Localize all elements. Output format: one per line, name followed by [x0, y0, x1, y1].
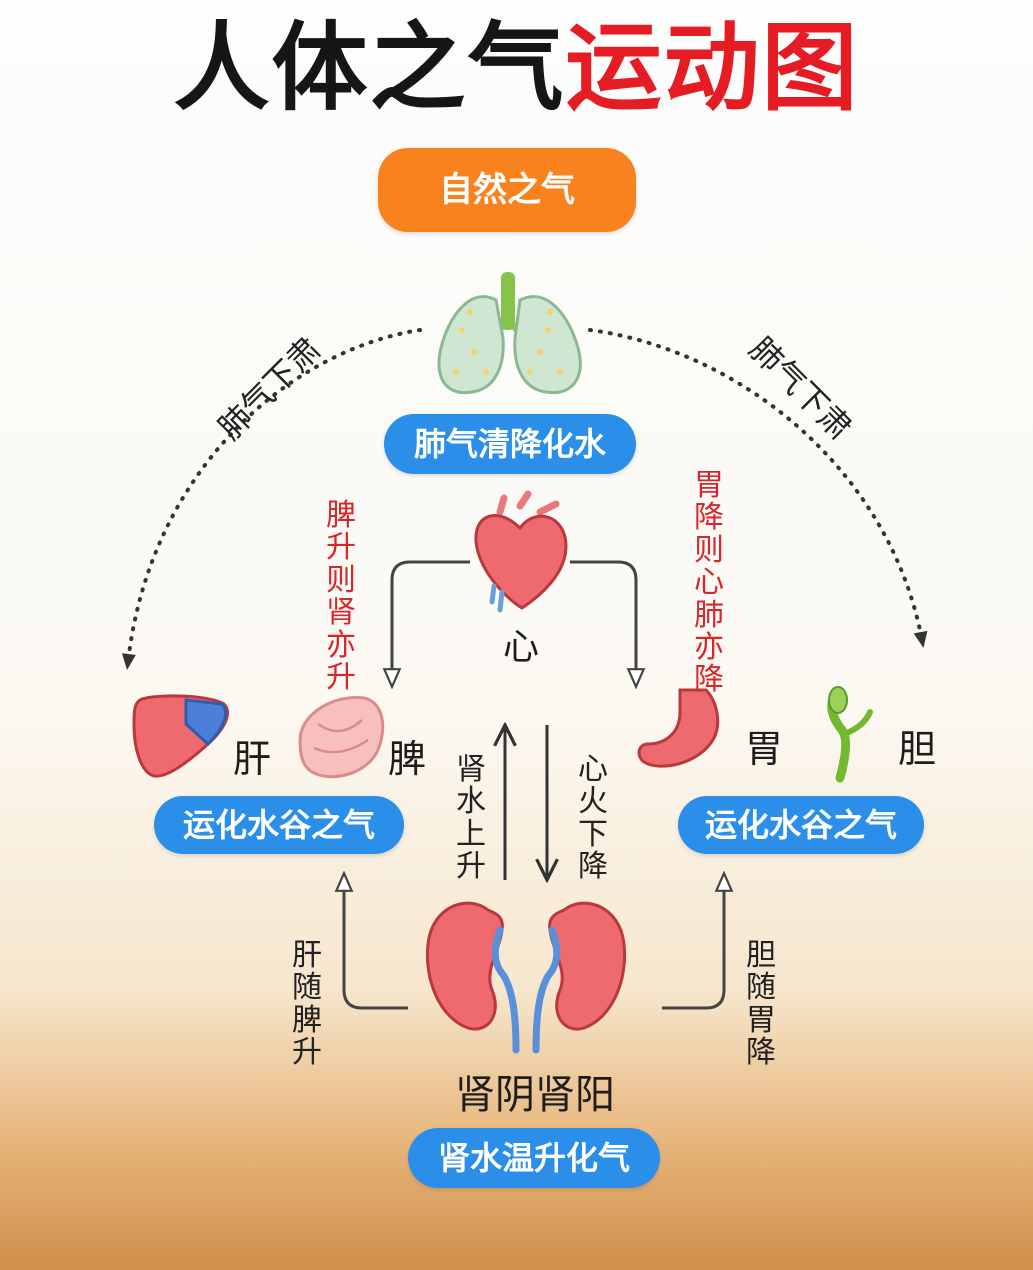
page-title: 人体之气运动图	[0, 8, 1033, 128]
gallbladder-icon	[827, 686, 873, 783]
kidney-qi-pill: 肾水温升化气	[408, 1128, 660, 1188]
liver-label: 肝	[233, 737, 272, 781]
kidney-water-up-text: 肾水上升	[456, 752, 486, 885]
right-transport-pill: 运化水谷之气	[678, 796, 924, 854]
stomach-label: 胃	[745, 727, 784, 771]
kidneys-icon	[425, 901, 627, 1054]
heart-label: 心	[503, 627, 540, 668]
heart-fire-down-text: 心火下降	[578, 752, 608, 885]
lungs-icon	[437, 272, 582, 395]
heart-icon	[474, 490, 568, 613]
stomach-icon	[637, 688, 720, 768]
gall-follow-text: 胆随胃降	[746, 938, 776, 1071]
gallbladder-rise-arrow	[662, 882, 724, 1010]
liver-icon	[132, 694, 229, 778]
lung-qi-pill: 肺气清降化水	[384, 414, 636, 474]
right-dotted-arc	[588, 328, 928, 648]
stomach-descend-text: 胃降则心肺亦降	[694, 468, 724, 698]
spleen-icon	[298, 696, 385, 779]
heart-left-arrow	[392, 560, 470, 678]
title-part-black: 人体之气	[173, 12, 566, 124]
liver-follow-text: 肝随脾升	[292, 938, 322, 1071]
spleen-label: 脾	[388, 737, 427, 781]
gallbladder-label: 胆	[898, 727, 937, 771]
spleen-rise-text: 脾升则肾亦升	[326, 498, 356, 695]
liver-rise-arrow	[344, 882, 408, 1010]
left-transport-pill: 运化水谷之气	[154, 796, 404, 854]
heart-right-arrow	[570, 560, 636, 678]
natural-qi-pill: 自然之气	[378, 148, 636, 232]
kidney-label: 肾阴肾阳	[455, 1072, 615, 1118]
title-part-red: 运动图	[565, 12, 860, 124]
